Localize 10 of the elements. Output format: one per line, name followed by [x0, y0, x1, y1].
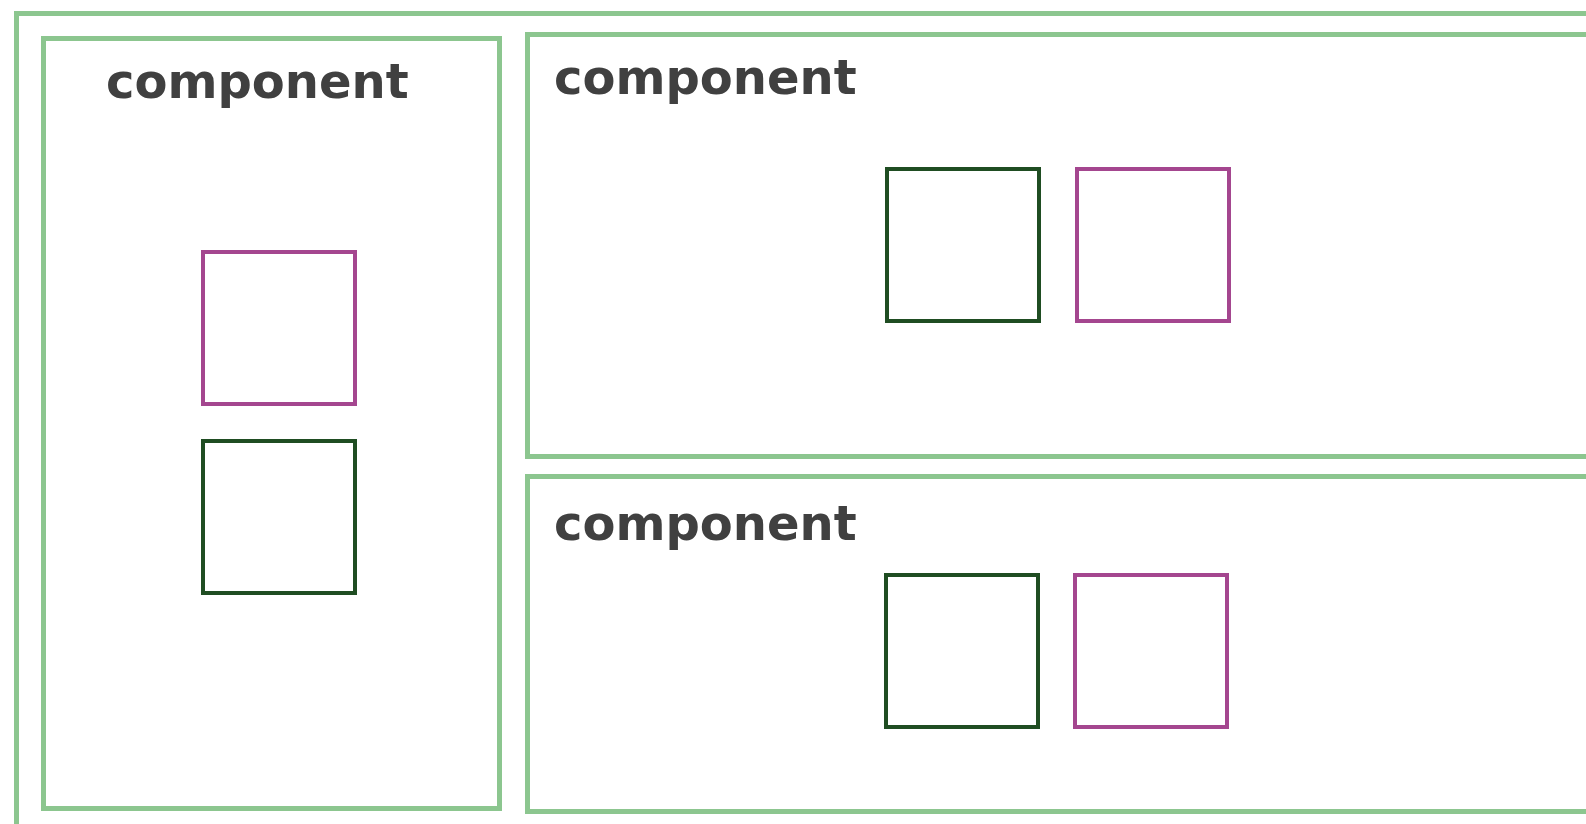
- square-box: [1073, 573, 1229, 729]
- square-box: [885, 167, 1041, 323]
- square-box: [201, 250, 357, 406]
- outer-frame: [14, 11, 1586, 824]
- component-panel: [525, 474, 1586, 814]
- component-panel: [41, 36, 502, 811]
- square-box: [884, 573, 1040, 729]
- square-box: [201, 439, 357, 595]
- component-panel: [525, 32, 1586, 459]
- square-box: [1075, 167, 1231, 323]
